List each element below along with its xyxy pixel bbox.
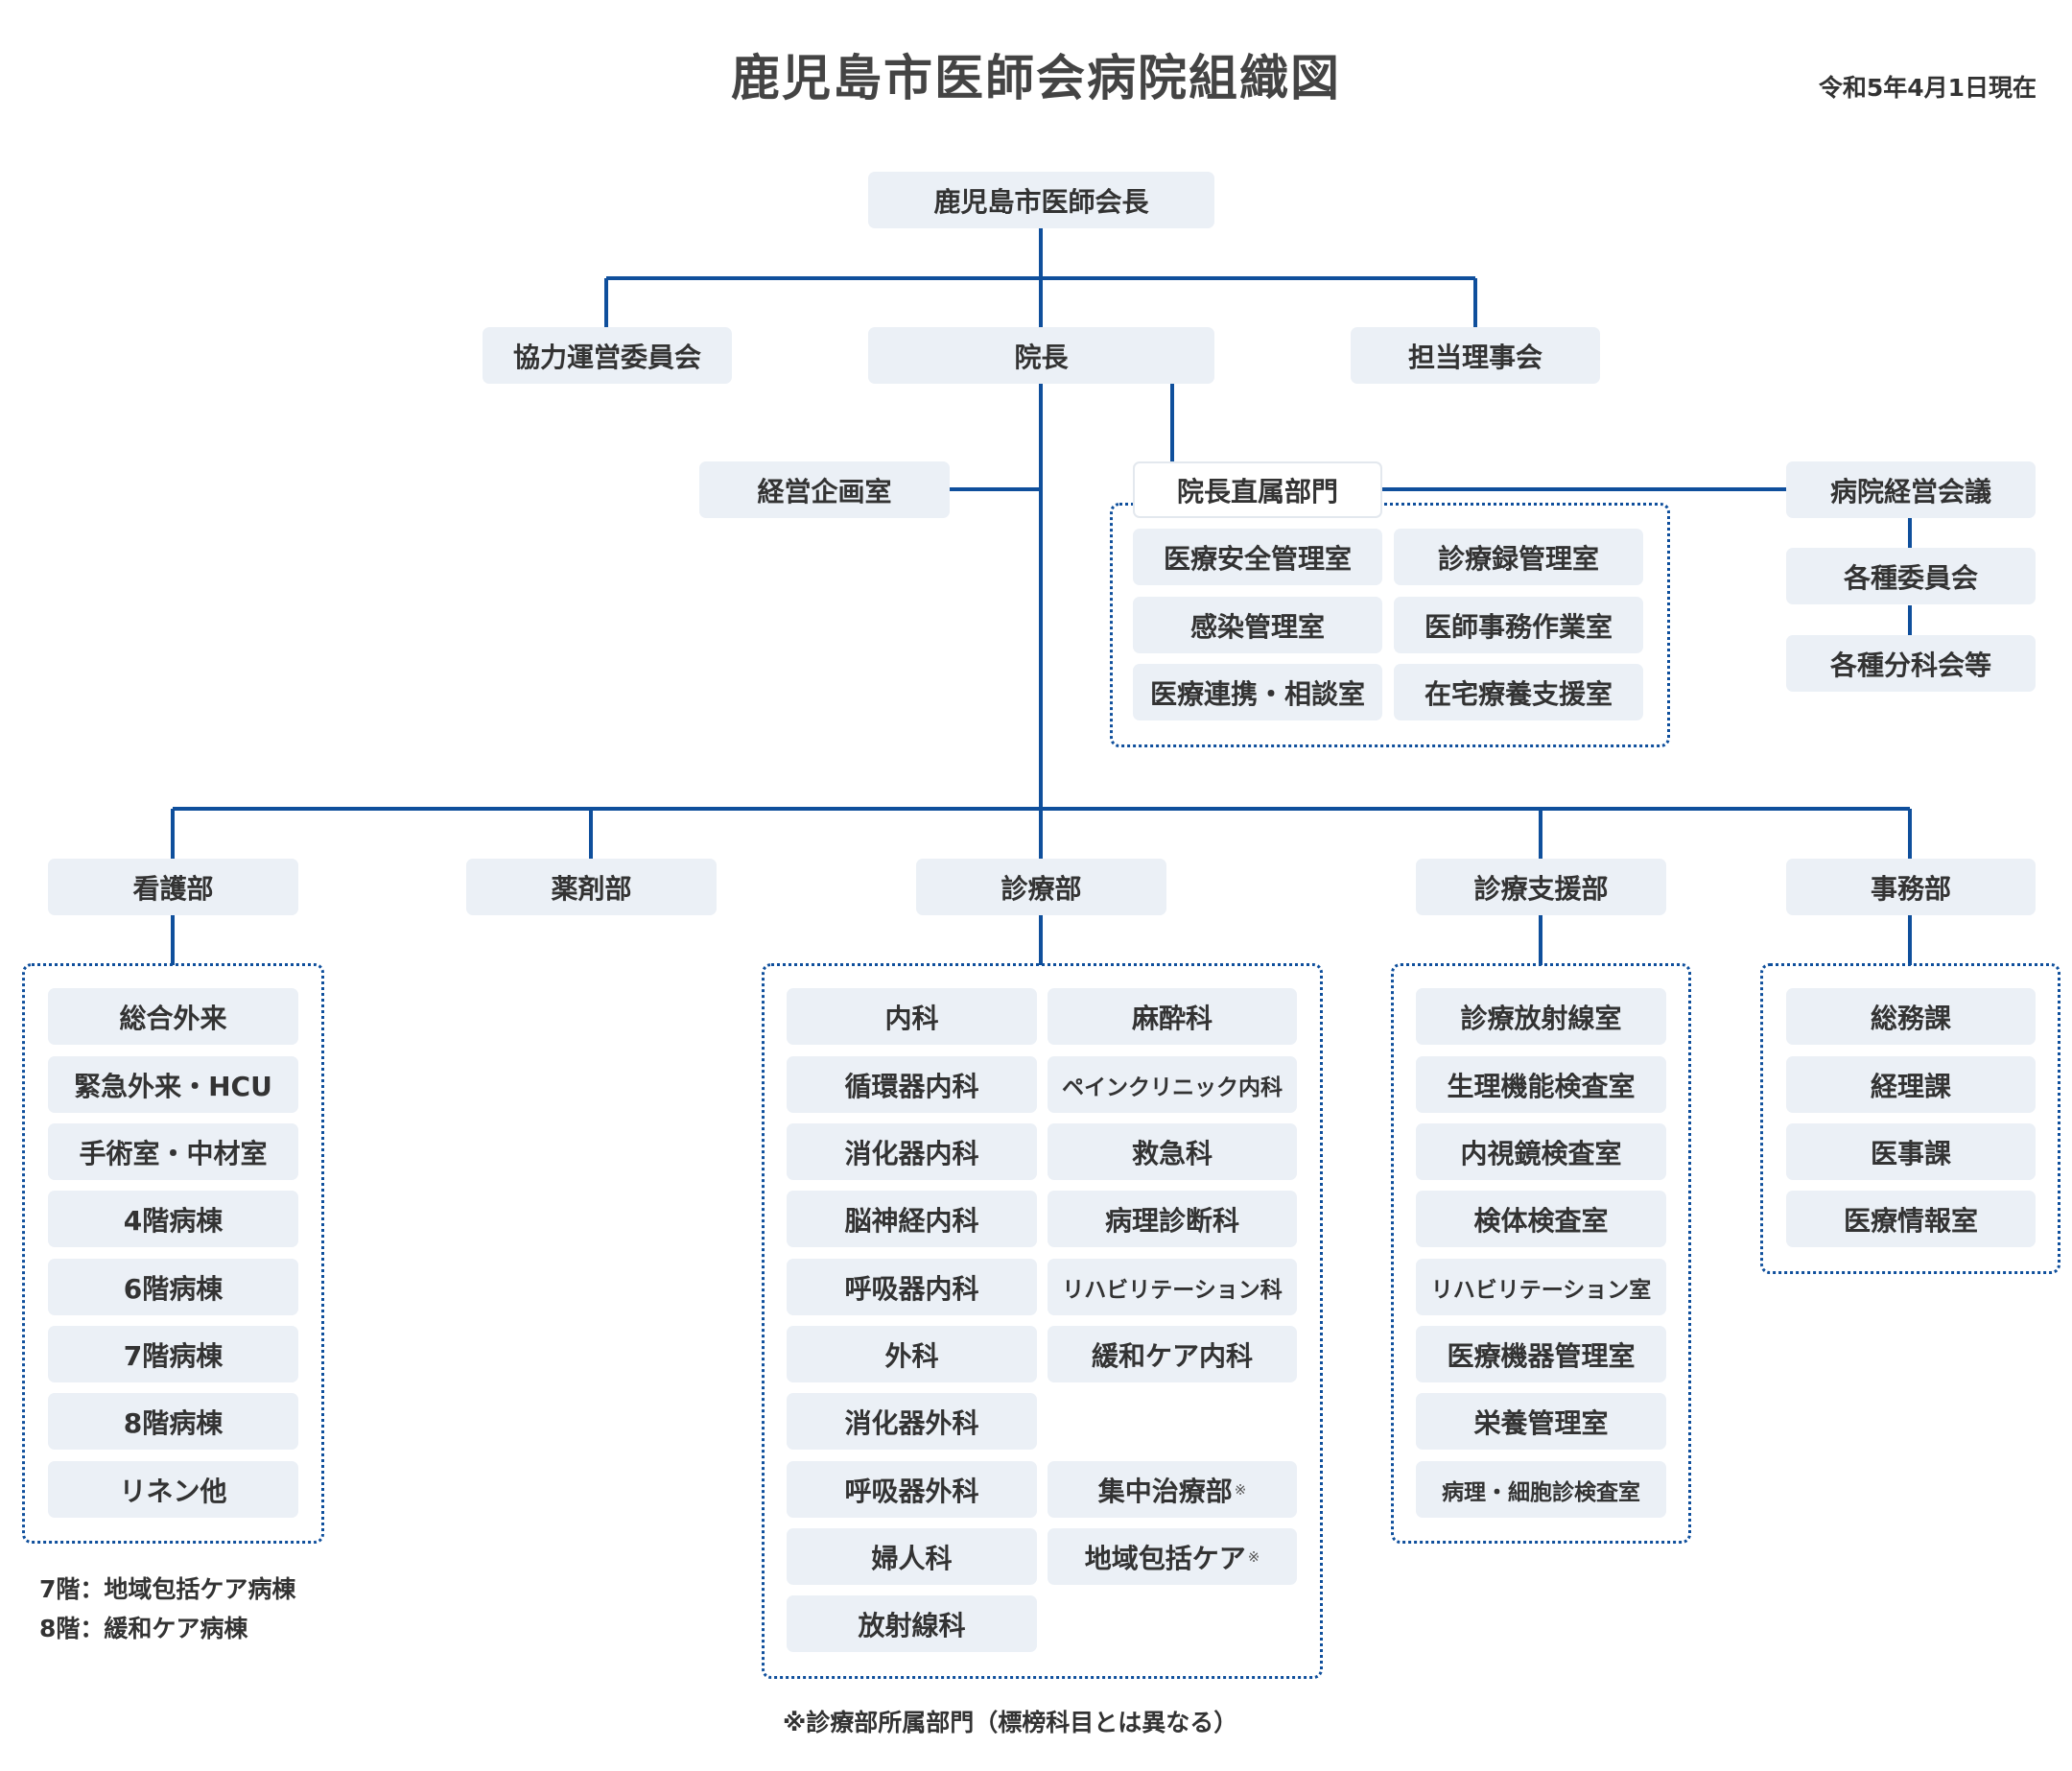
- direct-item: 医療安全管理室: [1133, 529, 1382, 585]
- medical-item: ペインクリニック内科: [1048, 1056, 1297, 1113]
- nursing-dept-box: 看護部: [48, 859, 298, 915]
- support-item: 病理・細胞診検査室: [1416, 1461, 1666, 1518]
- nursing-item: 8階病棟: [48, 1393, 298, 1450]
- medical-footnote: ※診療部所属部門（標榜科目とは異なる）: [783, 1709, 1238, 1736]
- admin-frame: [1760, 963, 2060, 1274]
- nursing-item: 6階病棟: [48, 1259, 298, 1315]
- medical-item: 麻酔科: [1048, 988, 1297, 1045]
- medical-item: 循環器内科: [787, 1056, 1037, 1113]
- direct-item: 診療録管理室: [1394, 529, 1643, 585]
- support-frame: [1391, 963, 1691, 1544]
- medical-item: 内科: [787, 988, 1037, 1045]
- medical-item-label: 地域包括ケア: [1084, 1542, 1246, 1574]
- admin-dept-box: 事務部: [1786, 859, 2036, 915]
- direct-item: 在宅療養支援室: [1394, 664, 1643, 720]
- note-mark: ※: [1234, 1480, 1247, 1499]
- planning-office-box: 経営企画室: [699, 461, 950, 518]
- admin-item: 総務課: [1786, 988, 2036, 1045]
- medical-item-icu: 集中治療部※: [1048, 1461, 1297, 1518]
- support-item: 生理機能検査室: [1416, 1056, 1666, 1113]
- medical-item: 消化器内科: [787, 1123, 1037, 1180]
- medical-dept-box: 診療部: [916, 859, 1166, 915]
- medical-item: 呼吸器内科: [787, 1259, 1037, 1315]
- management-meeting-box: 病院経営会議: [1786, 461, 2036, 518]
- committee-box: 協力運営委員会: [483, 327, 732, 384]
- subcommittees-box: 各種分科会等: [1786, 635, 2036, 692]
- support-item: 検体検査室: [1416, 1191, 1666, 1247]
- medical-item-community-care: 地域包括ケア※: [1048, 1528, 1297, 1585]
- direct-item: 感染管理室: [1133, 597, 1382, 653]
- medical-item: 緩和ケア内科: [1048, 1326, 1297, 1382]
- medical-item: 外科: [787, 1326, 1037, 1382]
- nursing-frame: [22, 963, 324, 1544]
- direct-item: 医師事務作業室: [1394, 597, 1643, 653]
- nursing-item: 7階病棟: [48, 1326, 298, 1382]
- nursing-item: 手術室・中材室: [48, 1123, 298, 1180]
- floor8-note: 8階：緩和ケア病棟: [39, 1615, 248, 1642]
- committees-box: 各種委員会: [1786, 548, 2036, 604]
- medical-item: 病理診断科: [1048, 1191, 1297, 1247]
- medical-item: 婦人科: [787, 1528, 1037, 1585]
- admin-item: 経理課: [1786, 1056, 2036, 1113]
- date-label: 令和5年4月1日現在: [1818, 74, 2037, 102]
- pharmacy-dept-box: 薬剤部: [466, 859, 717, 915]
- nursing-item: 4階病棟: [48, 1191, 298, 1247]
- nursing-item: リネン他: [48, 1461, 298, 1518]
- medical-item: 救急科: [1048, 1123, 1297, 1180]
- admin-item: 医療情報室: [1786, 1191, 2036, 1247]
- medical-frame: [762, 963, 1323, 1679]
- support-item: 栄養管理室: [1416, 1393, 1666, 1450]
- medical-item: 放射線科: [787, 1595, 1037, 1652]
- support-dept-box: 診療支援部: [1416, 859, 1666, 915]
- floor7-note: 7階：地域包括ケア病棟: [39, 1575, 296, 1603]
- note-mark: ※: [1247, 1547, 1260, 1566]
- board-box: 担当理事会: [1351, 327, 1600, 384]
- medical-item: 呼吸器外科: [787, 1461, 1037, 1518]
- medical-item: 脳神経内科: [787, 1191, 1037, 1247]
- support-item: 医療機器管理室: [1416, 1326, 1666, 1382]
- medical-item: リハビリテーション科: [1048, 1259, 1297, 1315]
- support-item: リハビリテーション室: [1416, 1259, 1666, 1315]
- support-item: 診療放射線室: [1416, 988, 1666, 1045]
- director-box: 院長: [868, 327, 1214, 384]
- page-title: 鹿児島市医師会病院組織図: [730, 51, 1341, 107]
- nursing-item: 総合外来: [48, 988, 298, 1045]
- medical-item-label: 集中治療部: [1097, 1475, 1233, 1507]
- medical-item: 消化器外科: [787, 1393, 1037, 1450]
- support-item: 内視鏡検査室: [1416, 1123, 1666, 1180]
- direct-dept-frame: [1110, 503, 1670, 747]
- direct-item: 医療連携・相談室: [1133, 664, 1382, 720]
- admin-item: 医事課: [1786, 1123, 2036, 1180]
- chairman-box: 鹿児島市医師会長: [868, 172, 1214, 228]
- nursing-item: 緊急外来・HCU: [48, 1056, 298, 1113]
- direct-dept-title: 院長直属部門: [1133, 461, 1382, 518]
